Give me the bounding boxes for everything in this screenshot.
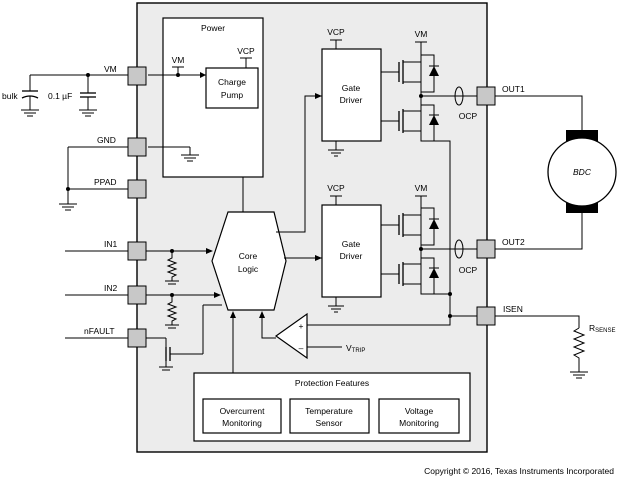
pin-gnd <box>127 137 147 157</box>
voltage-label-1: Voltage <box>405 406 434 416</box>
out2-to-motor-wire <box>495 213 583 250</box>
bulk-cap-label: bulk <box>2 91 18 101</box>
hb1-vm-label: VM <box>415 29 428 39</box>
pin-isen-label: ISEN <box>503 304 523 314</box>
pin-ppad-label: PPAD <box>94 177 117 187</box>
pin-ppad <box>127 179 147 199</box>
pin-gnd-label: GND <box>97 135 116 145</box>
protection-to-core-arrow <box>230 311 236 318</box>
pin-out2 <box>476 239 496 259</box>
decoup-cap-label: 0.1 µF <box>48 91 72 101</box>
hb2-low-diode <box>429 268 439 278</box>
isen-to-comparator-wire <box>307 316 451 326</box>
rsense-resistor <box>572 327 586 372</box>
core-to-driver1-arrow <box>315 93 322 99</box>
copyright-text: Copyright © 2016, Texas Instruments Inco… <box>424 466 614 476</box>
gate-driver-1-label-2: Driver <box>340 95 363 105</box>
out1-to-motor-wire <box>495 95 583 130</box>
vtrip-label: VTRIP <box>346 343 365 354</box>
protection-title: Protection Features <box>295 378 369 388</box>
isen-external-wire <box>495 315 580 328</box>
in2-pulldown-resistor <box>166 295 178 325</box>
temperature-sensor-block <box>289 398 370 434</box>
power-vm-label: VM <box>172 55 185 65</box>
voltage-monitoring-block <box>378 398 460 434</box>
motor-circle <box>547 137 617 207</box>
hb1-high-diode <box>429 66 439 76</box>
overcurrent-label-1: Overcurrent <box>220 406 266 416</box>
overcurrent-monitoring-block <box>202 398 282 434</box>
pin-in1 <box>127 241 147 261</box>
gate-driver-2-label-1: Gate <box>342 239 361 249</box>
pin-nfault-label: nFAULT <box>84 326 115 336</box>
charge-pump-label-1: Charge <box>218 77 246 87</box>
in1-arrow <box>206 248 213 254</box>
charge-pump-vcp-label: VCP <box>237 46 255 56</box>
gate-driver-2-label-2: Driver <box>340 251 363 261</box>
comparator-minus-label: – <box>299 343 304 353</box>
hb2-high-diode <box>429 219 439 229</box>
pin-out1 <box>476 86 496 106</box>
isen-bus-junction-1 <box>448 292 452 296</box>
hb1-low-source-to-isen <box>434 140 451 316</box>
in2-arrow <box>214 292 221 298</box>
ocp-2-label: OCP <box>459 265 478 275</box>
comparator-to-core-wire <box>261 312 276 339</box>
pin-in2-label: IN2 <box>104 283 118 293</box>
ocp-1-label: OCP <box>459 111 478 121</box>
rsense-label: RSENSE <box>589 323 615 334</box>
ocp-2-sense-loop <box>454 239 464 259</box>
hb2-vm-label: VM <box>415 183 428 193</box>
core-to-driver1-wire <box>276 95 322 233</box>
power-block-title: Power <box>201 23 225 33</box>
core-logic-block <box>211 211 287 311</box>
core-to-driver2-arrow <box>315 255 322 261</box>
core-logic-label-2: Logic <box>238 264 259 274</box>
hb1-low-diode <box>429 115 439 125</box>
comparator-plus-label: + <box>299 321 304 331</box>
comparator-to-core-arrow <box>259 311 265 318</box>
half-bridge-1: VM <box>381 29 439 142</box>
pin-out2-label: OUT2 <box>502 237 525 247</box>
half-bridge-2: VM <box>381 183 439 295</box>
ppad-junction-dot <box>66 187 70 191</box>
voltage-label-2: Monitoring <box>399 418 439 428</box>
pin-out1-label: OUT1 <box>502 84 525 94</box>
core-logic-label-1: Core <box>239 251 258 261</box>
ocp-1-sense-loop <box>454 86 464 106</box>
motor-label: BDC <box>573 167 592 177</box>
gate-driver-1-label-1: Gate <box>342 83 361 93</box>
charge-pump-label-2: Pump <box>221 90 243 100</box>
temperature-label-1: Temperature <box>305 406 353 416</box>
driver1-vcp-label: VCP <box>327 27 345 37</box>
pin-nfault <box>127 328 147 348</box>
pin-vm <box>127 66 147 86</box>
temperature-label-2: Sensor <box>316 418 343 428</box>
pin-in2 <box>127 285 147 305</box>
gate-driver-1 <box>321 48 382 142</box>
gate-driver-2 <box>321 204 382 298</box>
overcurrent-label-2: Monitoring <box>222 418 262 428</box>
driver2-vcp-label: VCP <box>327 183 345 193</box>
pin-vm-label: VM <box>104 64 117 74</box>
in1-pulldown-resistor <box>166 251 178 281</box>
vm-arrow <box>200 72 206 78</box>
charge-pump-block <box>205 67 259 109</box>
pin-in1-label: IN1 <box>104 239 118 249</box>
pin-isen <box>476 306 496 326</box>
ocp-comparator <box>274 312 308 360</box>
